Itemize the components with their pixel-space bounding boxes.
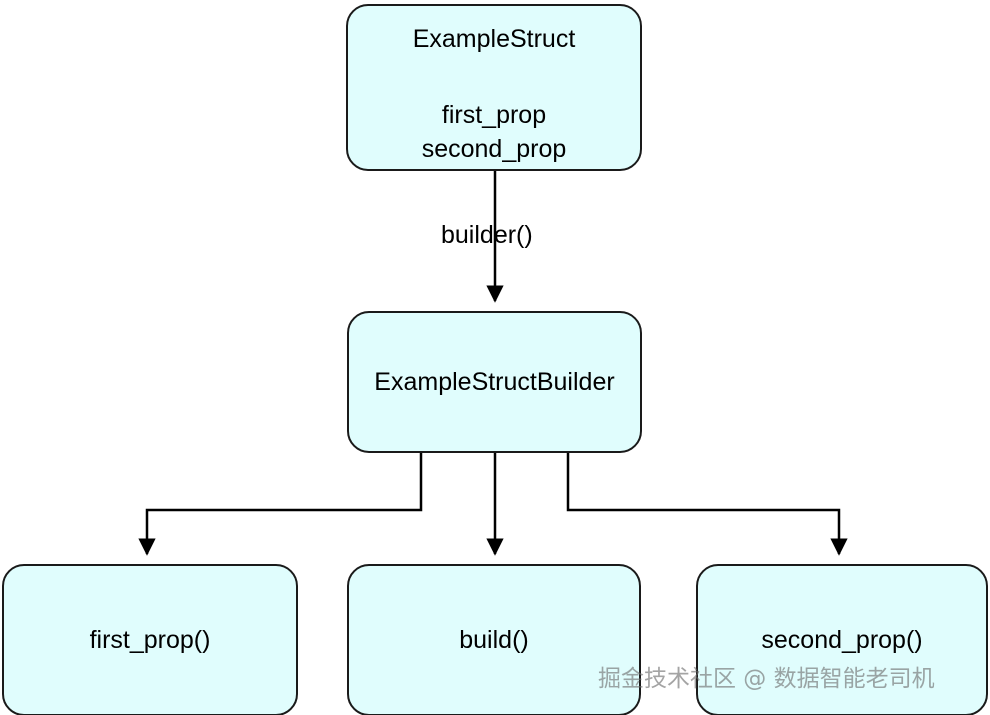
edge-builder-to-second-prop bbox=[566, 453, 848, 556]
edge-builder-to-first-prop bbox=[138, 453, 423, 556]
node-first-prop-method[interactable]: first_prop() bbox=[2, 564, 298, 715]
node-example-struct-builder-title: ExampleStructBuilder bbox=[374, 368, 615, 396]
node-build-method-title: build() bbox=[459, 626, 529, 654]
edge-label-builder: builder() bbox=[441, 221, 533, 249]
node-field-second-prop: second_prop bbox=[421, 135, 567, 163]
node-field-first-prop: first_prop bbox=[441, 101, 547, 129]
node-second-prop-method-title: second_prop() bbox=[761, 626, 923, 654]
node-example-struct-fields: first_prop second_prop bbox=[422, 98, 567, 166]
node-second-prop-method[interactable]: second_prop() bbox=[696, 564, 988, 715]
node-first-prop-method-title: first_prop() bbox=[89, 626, 211, 654]
node-example-struct-builder[interactable]: ExampleStructBuilder bbox=[347, 311, 642, 453]
node-example-struct[interactable]: ExampleStruct first_prop second_prop bbox=[346, 4, 642, 171]
node-example-struct-title: ExampleStruct bbox=[412, 25, 576, 53]
watermark-text: 掘金技术社区 @ 数据智能老司机 bbox=[598, 666, 935, 692]
node-build-method[interactable]: build() bbox=[347, 564, 641, 715]
